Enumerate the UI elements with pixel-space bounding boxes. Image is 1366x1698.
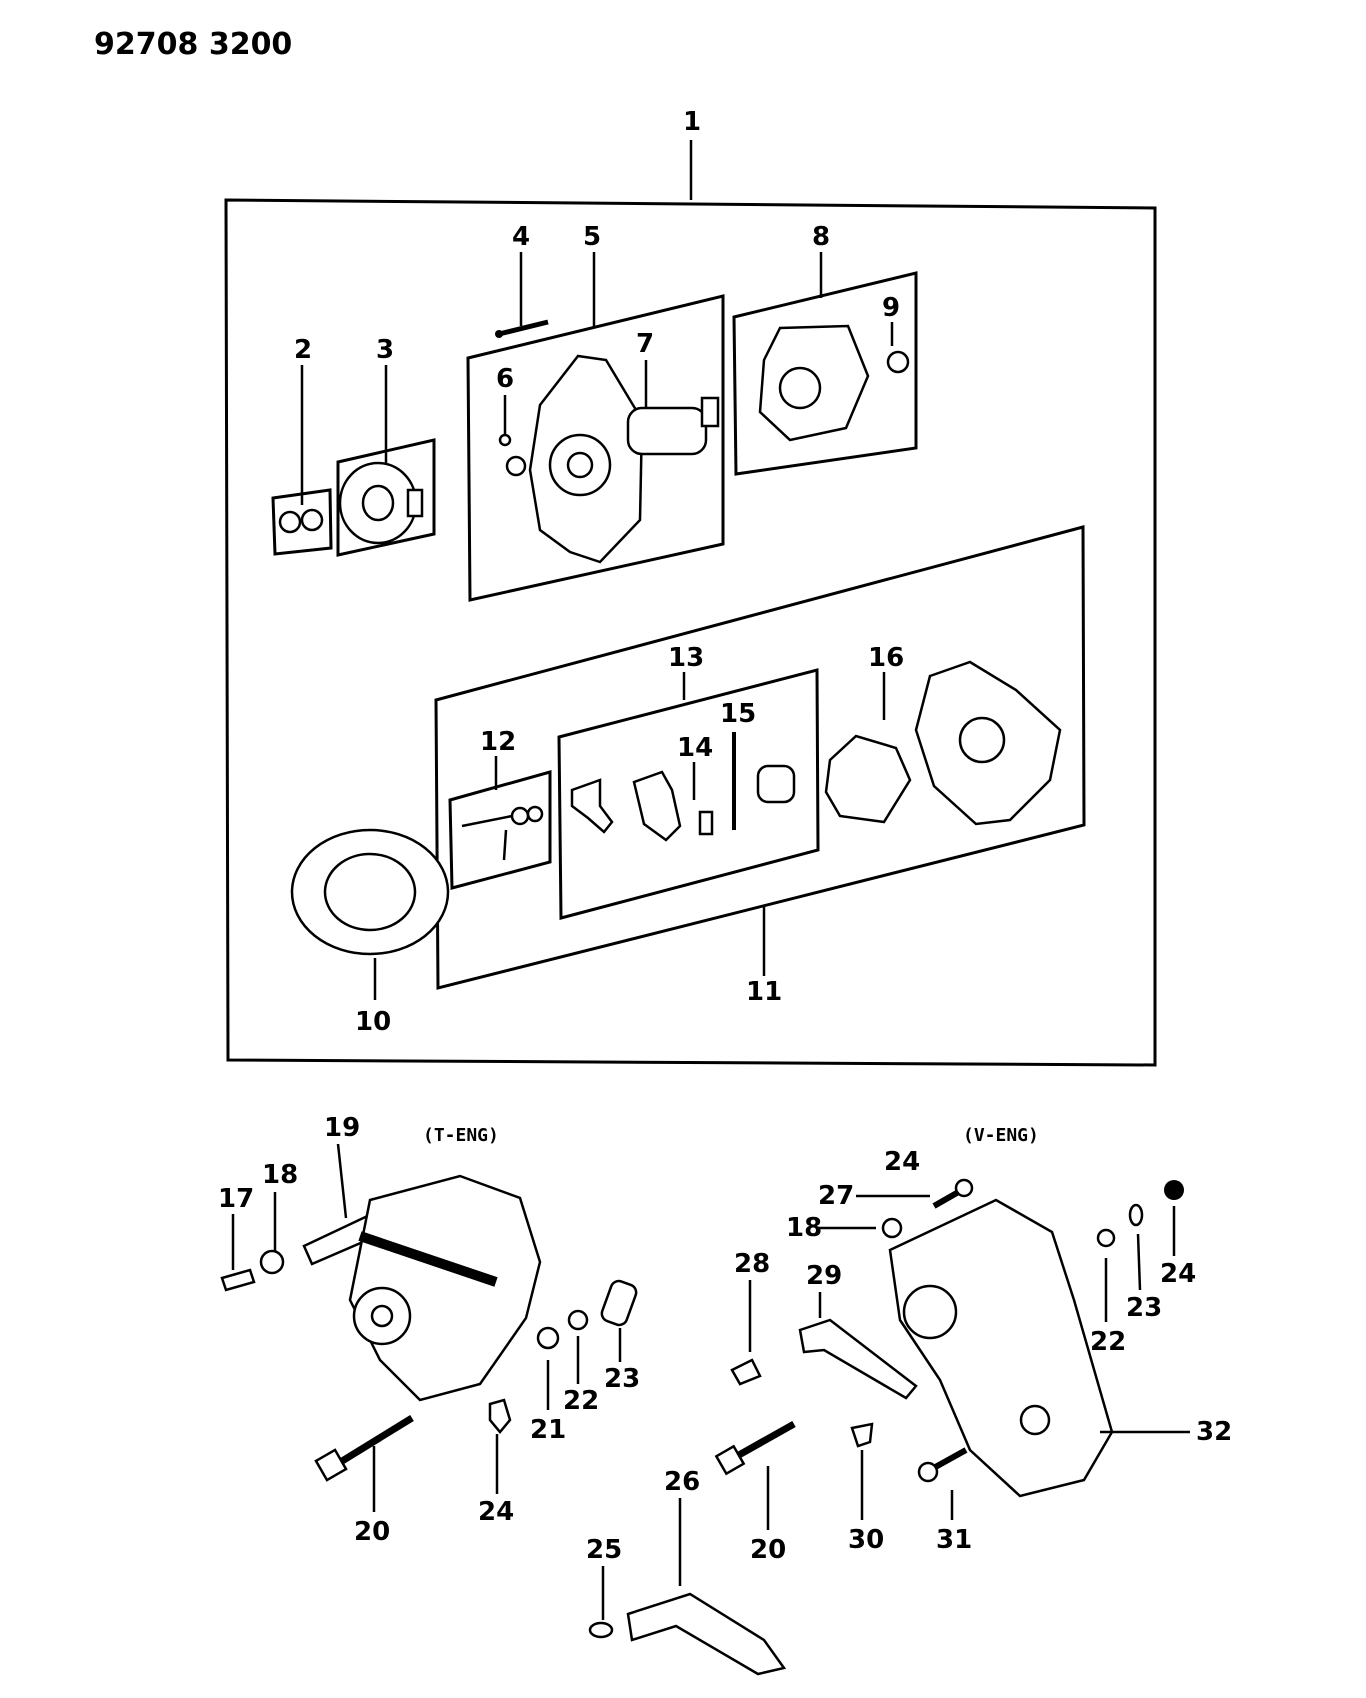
- condenser-part-13: [756, 764, 796, 804]
- spacer-part-23-t: [600, 1279, 638, 1327]
- alternator-pulley-v-eng: [902, 1284, 958, 1340]
- callout-23-v: 23: [1126, 1293, 1162, 1323]
- alternator-assembly-group: 1 2 3 5 4 6 7 8: [224, 107, 1157, 1067]
- bolt-head-part-31: [917, 1461, 939, 1483]
- rectifier-part-16: [824, 734, 912, 824]
- bolt-part-28: [730, 1358, 762, 1386]
- callout-2: 2: [294, 335, 312, 365]
- bolt-head-part-20-t: [314, 1448, 348, 1482]
- callout-25: 25: [586, 1535, 622, 1565]
- bolt-head-part-20-v: [714, 1444, 746, 1476]
- brush-part-14: [698, 810, 714, 836]
- stud-nut-part-12: [510, 806, 530, 826]
- bolt-part-20-v: [728, 1420, 796, 1464]
- stud-washer-part-12: [526, 805, 544, 823]
- v-engine-mounting-group: (V-ENG) 24 27 18 28 29 20 30 31 32 22: [714, 1125, 1232, 1565]
- screw-head-part-6: [498, 433, 512, 447]
- bolt-part-17: [220, 1268, 256, 1292]
- washer-part-22-t: [567, 1309, 589, 1331]
- callout-13: 13: [668, 643, 704, 673]
- stator-core-part-10: [323, 852, 417, 932]
- callout-18-v: 18: [786, 1213, 822, 1243]
- bolt-part-25: [588, 1621, 614, 1639]
- callout-28: 28: [734, 1249, 770, 1279]
- callout-16: 16: [868, 643, 904, 673]
- terminal-part-12: [502, 829, 508, 861]
- nut-part-2: [278, 510, 302, 534]
- callout-7: 7: [636, 329, 654, 359]
- t-engine-mounting-group: (T-ENG) 19 17 18 20 21 22 23 24 25 26: [218, 1113, 787, 1676]
- through-bolt-part-4: [498, 319, 549, 337]
- callout-32: 32: [1196, 1417, 1232, 1447]
- callout-22-t: 22: [563, 1386, 599, 1416]
- panel-part-12: [448, 770, 552, 890]
- callout-26: 26: [664, 1467, 700, 1497]
- bracket-bore-part-5: [566, 451, 594, 479]
- support-strap-t-eng: [358, 1231, 498, 1287]
- callout-24-v: 24: [1160, 1259, 1196, 1289]
- callout-8: 8: [812, 222, 830, 252]
- brush-holder-part-13: [570, 778, 614, 834]
- bearing-part-9: [886, 350, 910, 374]
- rotor-part-7: [626, 406, 708, 456]
- callout-line-23-v: [1136, 1233, 1142, 1291]
- washer-part-22-v: [1096, 1228, 1116, 1248]
- callout-6: 6: [496, 364, 514, 394]
- callout-31: 31: [936, 1525, 972, 1555]
- bolt-head-part-27: [954, 1178, 974, 1198]
- callout-23-t: 23: [604, 1364, 640, 1394]
- rear-housing-hub: [958, 716, 1006, 764]
- washer-part-21: [536, 1326, 560, 1350]
- callout-21: 21: [530, 1415, 566, 1445]
- callout-12: 12: [480, 727, 516, 757]
- regulator-part-13: [632, 770, 682, 842]
- bracket-hole-part-32: [1019, 1404, 1051, 1436]
- callout-line-19: [336, 1143, 348, 1219]
- washer-part-18-v: [881, 1217, 903, 1239]
- callout-9: 9: [882, 293, 900, 323]
- callout-24-v-top: 24: [884, 1147, 920, 1177]
- bearing-part-5: [505, 455, 527, 477]
- rotor-shaft-part-7: [700, 396, 720, 428]
- callout-30: 30: [848, 1525, 884, 1555]
- washer-part-18-t: [259, 1249, 285, 1275]
- callout-5: 5: [583, 222, 601, 252]
- rear-bracket-hub-part-8: [778, 366, 822, 410]
- callout-15: 15: [720, 699, 756, 729]
- callout-29: 29: [806, 1261, 842, 1291]
- spacer-part-23-v: [1128, 1203, 1144, 1227]
- callout-27: 27: [818, 1181, 854, 1211]
- callout-17: 17: [218, 1184, 254, 1214]
- pulley-shaft-part-3: [406, 488, 424, 518]
- adjusting-bracket-part-29: [798, 1318, 918, 1400]
- callout-22-v: 22: [1090, 1327, 1126, 1357]
- nut-part-30: [850, 1422, 874, 1448]
- t-engine-label: (T-ENG): [423, 1125, 499, 1146]
- alternator-pulley-hub-t-eng: [370, 1304, 394, 1328]
- callout-14: 14: [677, 733, 713, 763]
- nut-part-24-t: [488, 1398, 512, 1434]
- pulley-hub-part-3: [361, 484, 395, 522]
- callout-24-t: 24: [478, 1497, 514, 1527]
- part-number-header: 92708 3200: [94, 27, 292, 62]
- through-bolt-head-part-4: [495, 330, 503, 338]
- callout-11: 11: [746, 977, 782, 1007]
- callout-1: 1: [683, 107, 701, 137]
- washer-part-2: [300, 508, 324, 532]
- callout-20-v: 20: [750, 1535, 786, 1565]
- callout-20-t: 20: [354, 1517, 390, 1547]
- callout-4: 4: [512, 222, 530, 252]
- alternator-body-v-eng: [888, 1198, 1114, 1498]
- v-engine-label: (V-ENG): [963, 1125, 1039, 1146]
- callout-18-t: 18: [262, 1160, 298, 1190]
- panel-part-13: [557, 668, 820, 920]
- callout-10: 10: [355, 1007, 391, 1037]
- brace-part-26: [626, 1592, 787, 1676]
- bolt-part-20-t: [332, 1415, 414, 1469]
- callout-19: 19: [324, 1113, 360, 1143]
- callout-3: 3: [376, 335, 394, 365]
- nut-part-24-v: [1164, 1180, 1184, 1200]
